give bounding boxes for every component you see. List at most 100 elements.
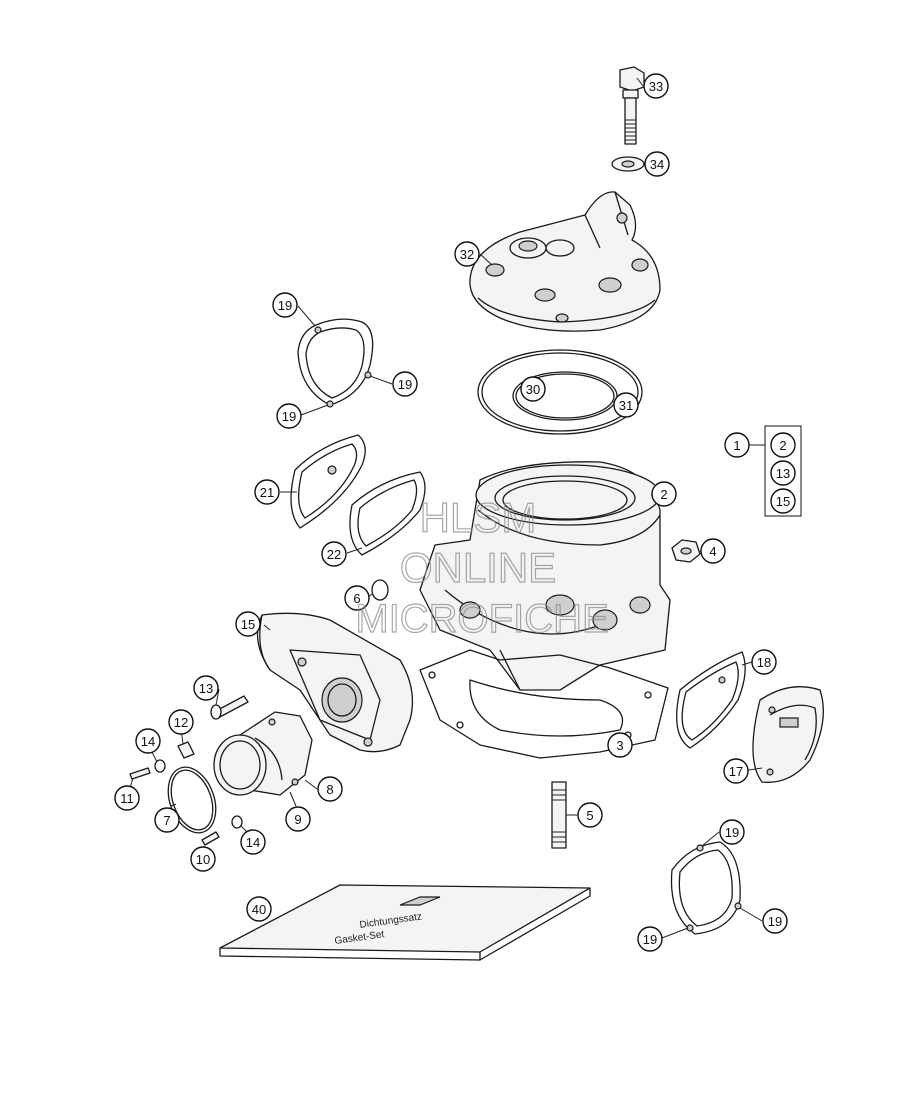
callout-17-label: 17: [729, 764, 743, 779]
callout-32-label: 32: [460, 247, 474, 262]
callout-30-label: 30: [526, 382, 540, 397]
callout-33: 33: [643, 73, 669, 99]
part-33-bolt: [619, 66, 645, 145]
callout-34: 34: [644, 151, 670, 177]
callout-19-b: 19: [392, 371, 418, 397]
callout-19-e-label: 19: [768, 914, 782, 929]
callout-30: 30: [520, 376, 546, 402]
callout-31: 31: [613, 392, 639, 418]
callout-14-a: 14: [135, 728, 161, 754]
callout-34-label: 34: [650, 157, 664, 172]
callout-11-label: 11: [120, 791, 134, 806]
gasket-19-bottom: [670, 841, 742, 935]
kit-group-box: [749, 425, 802, 517]
part-32-cylinder-head: [469, 191, 661, 332]
part-6-o-ring: [371, 579, 389, 601]
callout-3: 3: [607, 732, 633, 758]
callout-19-a: 19: [272, 292, 298, 318]
callout-21: 21: [254, 479, 280, 505]
callout-12-label: 12: [174, 715, 188, 730]
kit-item-15-label: 15: [776, 494, 790, 509]
callout-13-label: 13: [199, 681, 213, 696]
kit-item-15: 15: [770, 488, 796, 514]
callout-14-a-label: 14: [141, 734, 155, 749]
callout-4-label: 4: [709, 544, 716, 559]
kit-item-13-label: 13: [776, 466, 790, 481]
callout-18-label: 18: [757, 655, 771, 670]
gasket-22: [349, 471, 426, 556]
callout-19-b-label: 19: [398, 377, 412, 392]
callout-17: 17: [723, 758, 749, 784]
callout-40-label: 40: [252, 902, 266, 917]
part-40-gasket-set-booklet: [219, 884, 591, 961]
callout-19-d: 19: [719, 819, 745, 845]
callout-8-label: 8: [326, 782, 333, 797]
callout-32: 32: [454, 241, 480, 267]
callout-13: 13: [193, 675, 219, 701]
callout-19-c-label: 19: [282, 409, 296, 424]
part-15-exhaust-flange: [256, 612, 414, 753]
callout-3-label: 3: [616, 738, 623, 753]
part-2-cylinder: [419, 461, 671, 691]
callout-19-f: 19: [637, 926, 663, 952]
kit-item-2: 2: [770, 432, 796, 458]
callout-19-f-label: 19: [643, 932, 657, 947]
callout-5: 5: [577, 802, 603, 828]
callout-31-label: 31: [619, 398, 633, 413]
part-34-washer: [611, 156, 645, 172]
part-31-head-gasket-ring: [477, 349, 643, 435]
callout-21-label: 21: [260, 485, 274, 500]
callout-10: 10: [190, 846, 216, 872]
callout-7-label: 7: [163, 813, 170, 828]
gasket-19-top: [297, 318, 374, 408]
kit-callout-1: 1: [724, 432, 750, 458]
callout-7: 7: [154, 807, 180, 833]
callout-2: 2: [651, 481, 677, 507]
part-18-gasket: [676, 651, 746, 749]
part-7-o-ring: [167, 766, 217, 834]
part-17-cover: [752, 686, 824, 783]
part-30-inner-o-ring: [512, 371, 618, 421]
callout-10-label: 10: [196, 852, 210, 867]
callout-11: 11: [114, 785, 140, 811]
callout-12: 12: [168, 709, 194, 735]
watermark-line-2: ONLINE: [400, 544, 556, 591]
part-5-stud: [551, 781, 567, 849]
part-14-washer-a: [154, 759, 166, 773]
callout-9: 9: [285, 806, 311, 832]
callout-19-e: 19: [762, 908, 788, 934]
callout-15: 15: [235, 611, 261, 637]
callout-4: 4: [700, 538, 726, 564]
callout-6: 6: [344, 585, 370, 611]
kit-item-2-label: 2: [779, 438, 786, 453]
part-13-screw: [210, 695, 249, 720]
part-4-nut: [671, 539, 701, 563]
callout-22: 22: [321, 541, 347, 567]
part-10-bolt: [201, 831, 220, 846]
callout-14-b-label: 14: [246, 835, 260, 850]
callout-8: 8: [317, 776, 343, 802]
part-9-exhaust-socket: [213, 711, 313, 796]
part-14-washer-b: [231, 815, 243, 829]
part-12-clamp: [177, 741, 195, 759]
callout-40: 40: [246, 896, 272, 922]
callout-2-label: 2: [660, 487, 667, 502]
callout-14-b: 14: [240, 829, 266, 855]
kit-item-13: 13: [770, 460, 796, 486]
callout-33-label: 33: [649, 79, 663, 94]
callout-19-a-label: 19: [278, 298, 292, 313]
kit-callout-1-label: 1: [733, 438, 740, 453]
callout-19-c: 19: [276, 403, 302, 429]
callout-6-label: 6: [353, 591, 360, 606]
callout-9-label: 9: [294, 812, 301, 827]
part-11-bolt: [129, 767, 151, 780]
part-3-base-gasket: [419, 649, 669, 759]
watermark-line-3: MICROFICHE: [355, 597, 608, 641]
callout-22-label: 22: [327, 547, 341, 562]
callout-15-label: 15: [241, 617, 255, 632]
callout-18: 18: [751, 649, 777, 675]
callout-19-d-label: 19: [725, 825, 739, 840]
callout-5-label: 5: [586, 808, 593, 823]
watermark-line-1: HLSM: [420, 494, 537, 541]
